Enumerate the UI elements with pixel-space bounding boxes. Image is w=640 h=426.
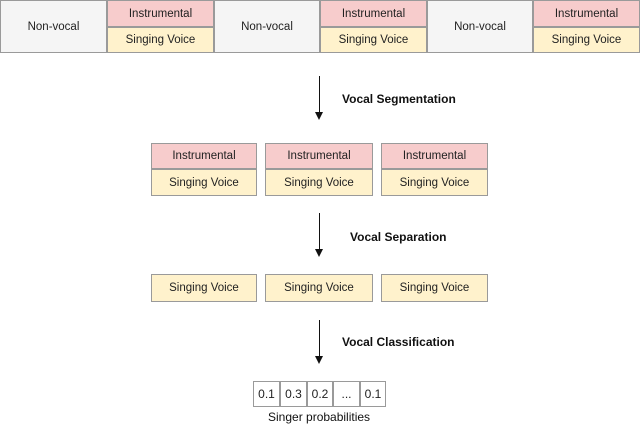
classification-arrow (319, 320, 320, 356)
non-vocal-segment: Non-vocal (427, 0, 533, 53)
singing-voice-segment: Singing Voice (320, 27, 427, 53)
probability-cell: 0.2 (307, 381, 333, 407)
separation-arrowhead (315, 249, 323, 257)
instrumental-segment: Instrumental (265, 143, 373, 169)
probability-cell-ellipsis: ... (333, 381, 360, 407)
non-vocal-segment: Non-vocal (214, 0, 320, 53)
classification-arrowhead (315, 356, 323, 364)
singing-voice-segment: Singing Voice (265, 274, 373, 302)
non-vocal-segment: Non-vocal (0, 0, 107, 53)
singing-voice-segment: Singing Voice (151, 169, 257, 196)
probability-cell-highlighted: 0.3 (280, 381, 307, 407)
vocal-segmentation-label: Vocal Segmentation (342, 92, 456, 106)
vocal-classification-label: Vocal Classification (342, 335, 455, 349)
instrumental-segment: Instrumental (381, 143, 488, 169)
singing-voice-segment: Singing Voice (381, 274, 488, 302)
singing-voice-segment: Singing Voice (265, 169, 373, 196)
vocal-separation-label: Vocal Separation (350, 230, 447, 244)
probability-cell: 0.1 (360, 381, 386, 407)
instrumental-segment: Instrumental (320, 0, 427, 27)
singer-probabilities-caption: Singer probabilities (268, 410, 371, 424)
singing-voice-segment: Singing Voice (151, 274, 257, 302)
separation-arrow (319, 213, 320, 249)
segmentation-arrow (319, 76, 320, 112)
singing-voice-segment: Singing Voice (107, 27, 214, 53)
singing-voice-segment: Singing Voice (381, 169, 488, 196)
instrumental-segment: Instrumental (533, 0, 640, 27)
probability-cell: 0.1 (253, 381, 280, 407)
instrumental-segment: Instrumental (107, 0, 214, 27)
segmentation-arrowhead (315, 112, 323, 120)
singing-voice-segment: Singing Voice (533, 27, 640, 53)
instrumental-segment: Instrumental (151, 143, 257, 169)
